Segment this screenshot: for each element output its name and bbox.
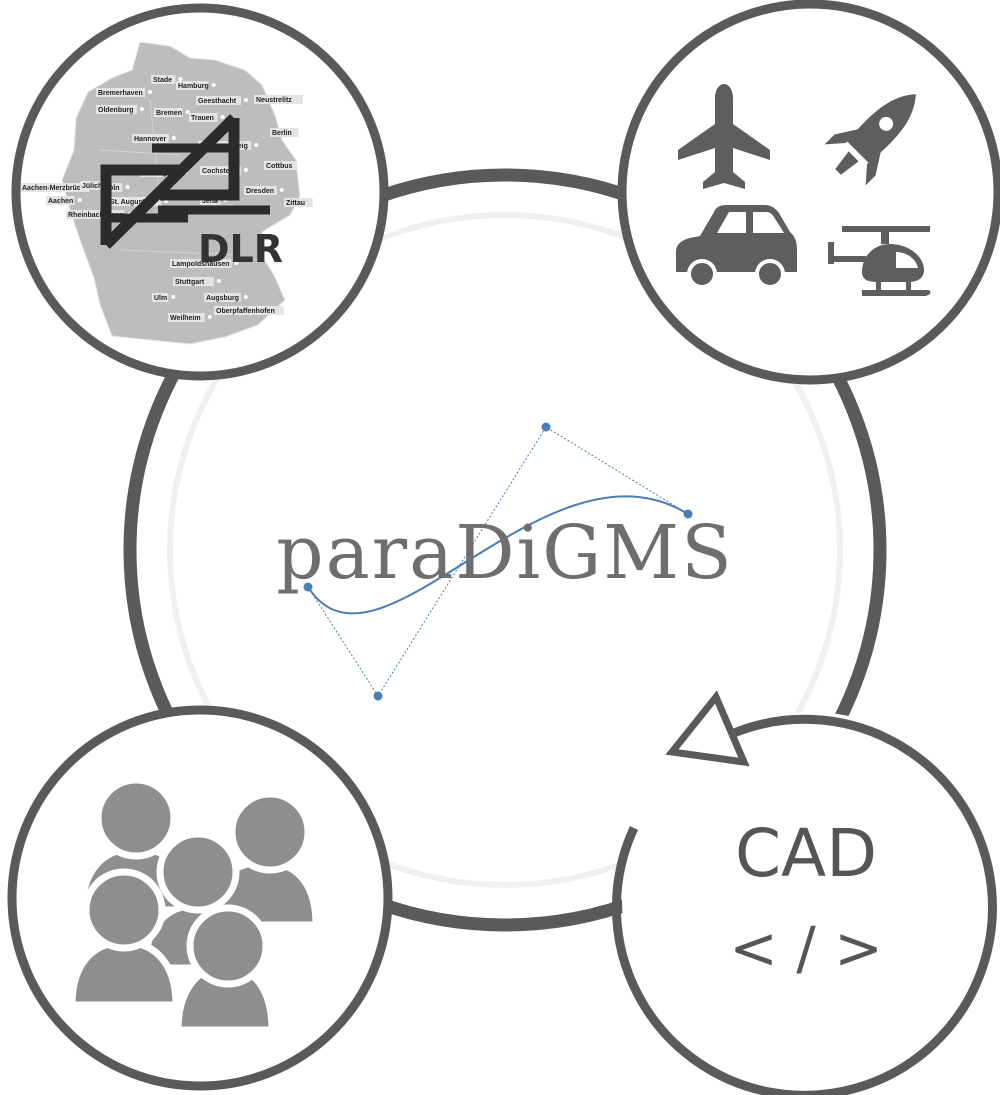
- svg-text:Augsburg: Augsburg: [206, 295, 239, 302]
- svg-text:Weilheim: Weilheim: [170, 315, 201, 322]
- svg-text:Lampoldshausen: Lampoldshausen: [172, 261, 230, 268]
- svg-text:Hamburg: Hamburg: [178, 83, 209, 90]
- cad-circle: CAD < / >: [611, 690, 998, 1095]
- city-label: Hamburg: [176, 81, 216, 90]
- code-symbol: < / >: [729, 914, 883, 982]
- svg-text:Köln: Köln: [104, 185, 120, 192]
- svg-text:Berlin: Berlin: [272, 130, 292, 137]
- city-label: Aachen: [46, 196, 82, 205]
- page-title: paraDiGMS: [276, 510, 734, 596]
- svg-text:Aachen: Aachen: [48, 198, 73, 205]
- rocket-icon: [824, 94, 916, 186]
- cycle-arrowhead-icon: [665, 690, 750, 767]
- people-group-icon: [68, 776, 320, 1034]
- svg-text:Ulm: Ulm: [154, 295, 167, 302]
- svg-text:Oldenburg: Oldenburg: [98, 107, 133, 114]
- airplane-icon: [678, 84, 770, 189]
- central-ring: [123, 168, 887, 932]
- svg-text:Neustrelitz: Neustrelitz: [256, 97, 292, 104]
- svg-text:Bremerhaven: Bremerhaven: [98, 90, 143, 97]
- vehicles-circle: [617, 0, 1000, 385]
- faint-arc: [167, 212, 843, 888]
- svg-text:Aachen-Merzbrück: Aachen-Merzbrück: [22, 185, 85, 192]
- city-label: Zittau: [284, 198, 320, 207]
- svg-text:Jena: Jena: [202, 198, 218, 205]
- svg-text:Rheinbach: Rheinbach: [68, 212, 104, 219]
- svg-text:Oberpfaffenhofen: Oberpfaffenhofen: [216, 308, 275, 315]
- city-label: Stuttgart: [173, 277, 221, 286]
- city-label: Cochstedt: [200, 166, 248, 175]
- city-label: Lampoldshausen: [170, 259, 239, 268]
- svg-text:Jülich: Jülich: [82, 183, 102, 190]
- svg-text:Geesthacht: Geesthacht: [198, 98, 237, 105]
- city-label: Dresden: [244, 186, 284, 195]
- bezier-decoration: [303, 422, 693, 701]
- svg-text:Stuttgart: Stuttgart: [175, 279, 205, 286]
- svg-text:Zittau: Zittau: [286, 200, 305, 207]
- city-label: Trauen: [189, 113, 225, 122]
- city-label: Cottbus: [264, 161, 304, 170]
- svg-text:Stade: Stade: [153, 77, 172, 84]
- city-label: Weilheim: [168, 313, 212, 322]
- svg-text:Dresden: Dresden: [246, 188, 274, 195]
- city-label: Berlin: [270, 128, 306, 137]
- city-label: Bremerhaven: [96, 88, 153, 97]
- dlr-logo-text: DLR: [198, 227, 283, 271]
- car-icon: [676, 205, 797, 289]
- city-label: Köln: [102, 183, 130, 192]
- city-label: Geesthacht: [196, 96, 248, 105]
- city-label: Neustrelitz: [254, 95, 311, 104]
- city-label: Stade: [151, 75, 183, 84]
- city-label: Hannover: [132, 134, 176, 143]
- city-label: Oldenburg: [96, 105, 144, 114]
- city-label: Bremen: [154, 108, 190, 117]
- svg-text:Trauen: Trauen: [191, 115, 214, 122]
- svg-text:St. Augustin: St. Augustin: [110, 199, 151, 206]
- cad-cycle-arc: [611, 714, 997, 1095]
- city-label: Augsburg: [204, 293, 248, 302]
- dlr-logo: DLR: [100, 114, 283, 271]
- users-circle: [7, 705, 393, 1091]
- svg-text:Cottbus: Cottbus: [266, 163, 293, 170]
- city-label: Ulm: [152, 293, 176, 302]
- cad-label: CAD: [735, 815, 877, 892]
- svg-text:Hannover: Hannover: [134, 136, 167, 143]
- helicopter-icon: [828, 226, 931, 296]
- city-label: Oberpfaffenhofen: [214, 306, 291, 315]
- svg-text:Bremen: Bremen: [156, 110, 182, 117]
- svg-text:Cochstedt: Cochstedt: [202, 168, 237, 175]
